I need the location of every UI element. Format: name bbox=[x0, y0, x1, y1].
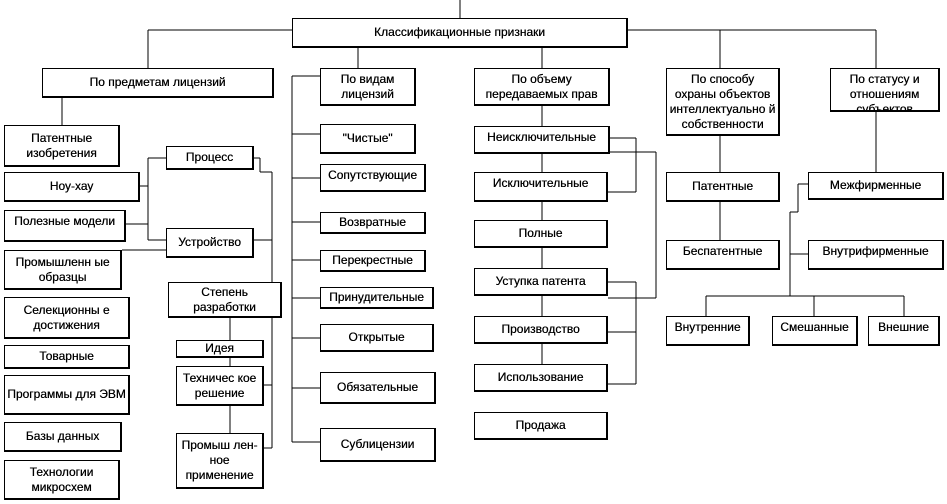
types-item-pure: "Чистые" bbox=[320, 124, 416, 154]
subject-item-selection: Селекционны е достижения bbox=[4, 297, 130, 339]
types-item-mandatory: Обязательные bbox=[320, 372, 436, 404]
subject-item-programs: Программы для ЭВМ bbox=[4, 375, 130, 415]
category-volume-label: По объему передаваемых прав bbox=[485, 72, 598, 101]
status-item-internal-label: Внутренние bbox=[674, 320, 741, 334]
status-item-inter-label: Межфирменные bbox=[829, 178, 922, 192]
subject-item-databases: Базы данных bbox=[4, 422, 122, 452]
category-types: По видам лицензий bbox=[320, 68, 416, 106]
subject-item-industrial: Промышленн ые образцы bbox=[4, 250, 122, 290]
volume-item-usage: Использование bbox=[474, 364, 608, 392]
volume-item-production: Производство bbox=[474, 316, 608, 344]
types-item-forced: Принудительные bbox=[320, 287, 434, 309]
subject-item-microchips: Технологии микросхем bbox=[4, 460, 120, 500]
subject-item-useful-label: Полезные модели bbox=[14, 214, 115, 228]
volume-item-sale: Продажа bbox=[474, 412, 608, 440]
volume-item-usage-label: Использование bbox=[497, 370, 584, 384]
volume-item-excl: Исключительные bbox=[474, 172, 608, 202]
protection-item-nonpatent: Беспатентные bbox=[666, 240, 780, 270]
subject-item-knowhow-label: Ноу-хау bbox=[49, 179, 94, 193]
subject-item-useful: Полезные модели bbox=[4, 210, 126, 242]
subject-item-microchips-label: Технологии микросхем bbox=[29, 464, 94, 494]
root-node: Классификационные признаки bbox=[292, 18, 628, 48]
category-subject-label: По предметам лицензий bbox=[89, 75, 226, 89]
volume-item-excl-label: Исключительные bbox=[492, 176, 589, 190]
subject-sub-process: Процесс bbox=[166, 146, 254, 170]
status-item-intra-label: Внутрифирменные bbox=[822, 244, 929, 258]
subject-sub-process-label: Процесс bbox=[185, 150, 234, 164]
subject-item-trade-label: Товарные bbox=[39, 349, 94, 363]
category-status-label: По статусу и отношениям субъектов bbox=[849, 72, 920, 112]
category-subject: По предметам лицензий bbox=[42, 68, 274, 98]
types-item-pure-label: "Чистые" bbox=[342, 131, 393, 145]
subject-sub-tech: Техничес кое решение bbox=[176, 366, 264, 406]
subject-item-knowhow: Ноу-хау bbox=[4, 172, 140, 202]
types-item-return-label: Возвратные bbox=[339, 215, 406, 229]
volume-item-nonexcl: Неисключительные bbox=[474, 126, 610, 154]
types-item-return: Возвратные bbox=[320, 212, 426, 234]
types-item-open: Открытые bbox=[320, 324, 434, 352]
status-item-external: Внешние bbox=[868, 316, 940, 346]
types-item-sub-label: Сублицензии bbox=[340, 437, 415, 451]
category-protection: По способу охраны объектов интеллектуаль… bbox=[666, 68, 780, 136]
subject-sub-tech-label: Техничес кое решение bbox=[182, 370, 257, 400]
volume-item-sale-label: Продажа bbox=[515, 418, 566, 432]
types-item-sub: Сублицензии bbox=[320, 428, 436, 462]
subject-sub-idea: Идея bbox=[176, 340, 264, 358]
protection-item-nonpatent-label: Беспатентные bbox=[682, 244, 763, 258]
volume-item-nonexcl-label: Неисключительные bbox=[487, 130, 596, 144]
subject-sub-stage-label: Степень разработки bbox=[193, 284, 256, 314]
status-item-mixed: Смешанные bbox=[772, 316, 858, 346]
category-protection-label: По способу охраны объектов интеллектуаль… bbox=[669, 72, 776, 131]
category-status: По статусу и отношениям субъектов bbox=[830, 68, 940, 112]
status-item-internal: Внутренние bbox=[666, 316, 750, 346]
types-item-forced-label: Принудительные bbox=[329, 290, 424, 304]
volume-item-full: Полные bbox=[474, 220, 608, 248]
subject-sub-idea-label: Идея bbox=[205, 341, 234, 355]
volume-item-assign: Уступка патента bbox=[474, 268, 608, 296]
volume-item-full-label: Полные bbox=[518, 226, 563, 240]
subject-item-selection-label: Селекционны е достижения bbox=[23, 302, 110, 332]
types-item-accomp: Сопутствующие bbox=[320, 164, 426, 192]
subject-sub-prom: Промыш лен-ное применение bbox=[176, 433, 264, 489]
types-item-cross: Перекрестные bbox=[320, 250, 426, 272]
root-label: Классификационные признаки bbox=[374, 25, 545, 39]
status-item-inter: Межфирменные bbox=[808, 172, 944, 200]
subject-sub-stage: Степень разработки bbox=[168, 282, 282, 318]
subject-sub-device: Устройство bbox=[166, 228, 254, 258]
types-item-accomp-label: Сопутствующие bbox=[327, 168, 418, 182]
protection-item-patent: Патентные bbox=[666, 172, 780, 202]
subject-item-patent-label: Патентные изобретения bbox=[26, 130, 97, 160]
subject-item-industrial-label: Промышленн ые образцы bbox=[15, 254, 110, 284]
types-item-cross-label: Перекрестные bbox=[332, 253, 413, 267]
status-item-intra: Внутрифирменные bbox=[808, 240, 944, 270]
subject-item-databases-label: Базы данных bbox=[25, 429, 100, 443]
category-volume: По объему передаваемых прав bbox=[474, 68, 610, 106]
subject-item-patent: Патентные изобретения bbox=[4, 125, 120, 167]
status-item-mixed-label: Смешанные bbox=[780, 320, 849, 334]
types-item-open-label: Открытые bbox=[348, 330, 405, 344]
volume-item-assign-label: Уступка патента bbox=[495, 274, 586, 288]
protection-item-patent-label: Патентные bbox=[691, 179, 754, 193]
types-item-mandatory-label: Обязательные bbox=[336, 380, 419, 394]
subject-sub-prom-label: Промыш лен-ное применение bbox=[181, 438, 258, 482]
volume-item-production-label: Производство bbox=[501, 322, 580, 336]
category-types-label: По видам лицензий bbox=[340, 72, 395, 101]
subject-item-trade: Товарные bbox=[4, 345, 130, 369]
subject-sub-device-label: Устройство bbox=[178, 235, 241, 249]
subject-item-programs-label: Программы для ЭВМ bbox=[7, 387, 126, 401]
status-item-external-label: Внешние bbox=[878, 320, 929, 334]
